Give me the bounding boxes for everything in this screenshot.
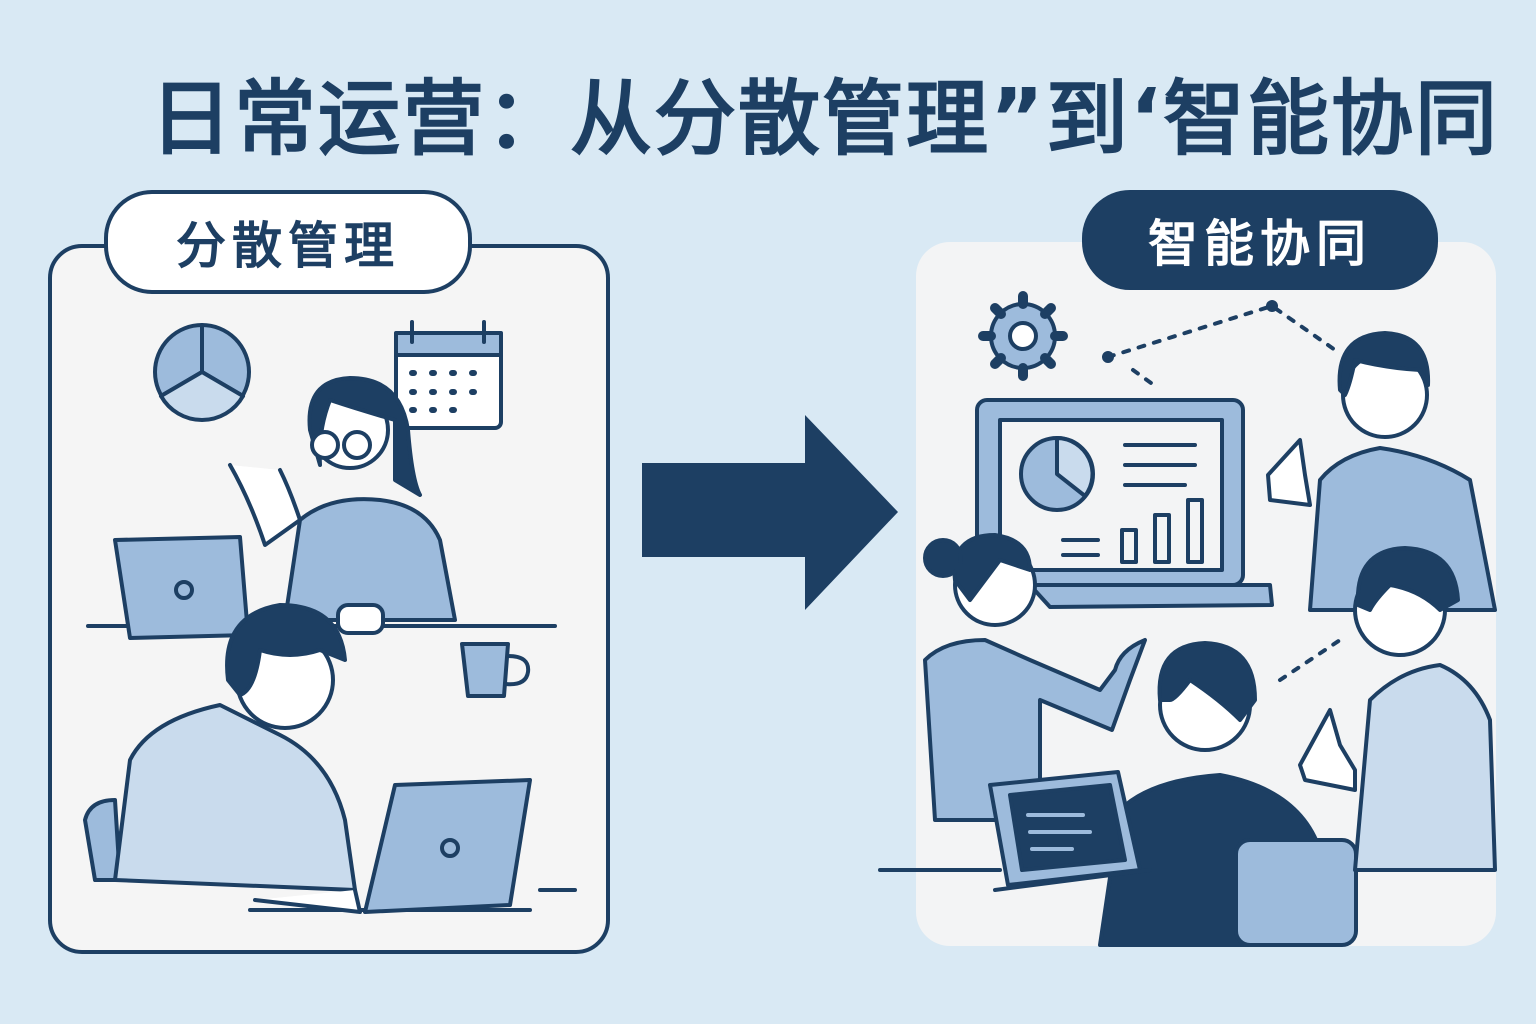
woman-on-phone: [228, 376, 457, 635]
network-connection-line: [1106, 304, 1342, 682]
pie-chart-icon: [153, 323, 251, 423]
laptop-with-code: [878, 770, 1152, 892]
decentralized-management-label: 分散管理: [104, 190, 472, 294]
man-thumbs-up: [1266, 331, 1497, 612]
page-title: 日常运营：从分散管理”到‘智能协同: [150, 72, 1500, 167]
gear-icon: [978, 291, 1068, 381]
smart-collaboration-label: 智能协同: [1082, 190, 1438, 290]
dashboard-monitor: [975, 398, 1274, 609]
calendar-icon: [394, 320, 503, 430]
coffee-mug-icon: [460, 642, 531, 698]
laptop-icon: [113, 535, 250, 640]
woman-pointing: [923, 533, 1147, 822]
man-typing: [1098, 641, 1358, 947]
man-on-laptop: [83, 603, 577, 914]
man-thumbs-up-2: [1298, 546, 1497, 872]
arrow-right-icon: [642, 415, 898, 610]
